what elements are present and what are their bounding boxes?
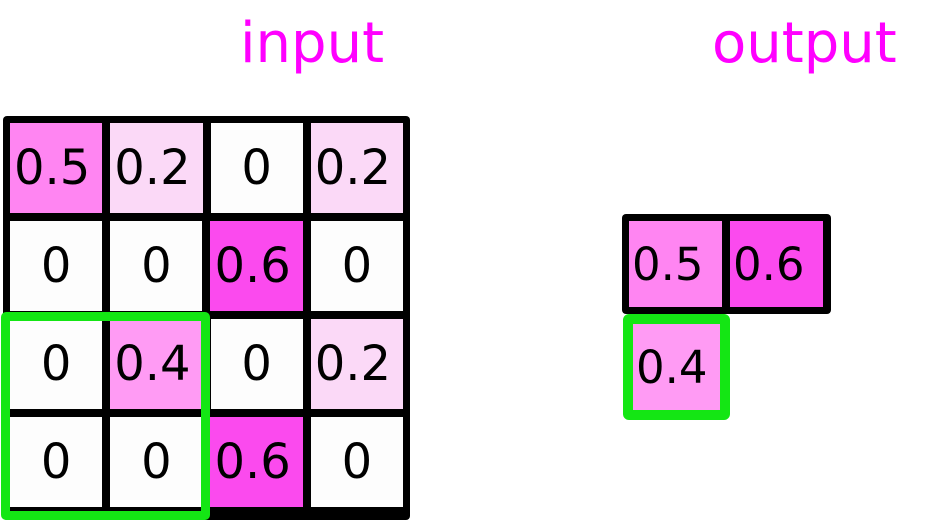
input-title: input xyxy=(240,11,385,76)
input-cell-r4c4[interactable]: 0 xyxy=(310,417,404,507)
output-title: output xyxy=(712,11,897,76)
output-cell-r2c1[interactable]: 0.4 xyxy=(633,324,720,410)
input-grid-row: 0 0.4 0 0.2 xyxy=(10,319,403,409)
output-grid: 0.5 0.6 xyxy=(622,214,831,314)
input-cell-r3c3[interactable]: 0 xyxy=(210,319,303,409)
input-cell-r3c1[interactable]: 0 xyxy=(10,319,103,409)
input-cell-r4c3[interactable]: 0.6 xyxy=(210,417,303,507)
output-selection-box: 0.4 xyxy=(623,314,730,420)
input-cell-r1c2[interactable]: 0.2 xyxy=(110,123,203,213)
input-cell-r1c1[interactable]: 0.5 xyxy=(10,123,103,213)
input-grid-row: 0 0 0.6 0 xyxy=(10,221,404,311)
output-grid-row: 0.5 0.6 xyxy=(629,221,824,307)
input-cell-r2c2[interactable]: 0 xyxy=(110,221,203,311)
input-cell-r2c1[interactable]: 0 xyxy=(10,221,103,311)
input-cell-r3c4[interactable]: 0.2 xyxy=(310,319,403,409)
input-grid-row: 0 0 0.6 0 xyxy=(10,417,404,507)
input-cell-r1c4[interactable]: 0.2 xyxy=(310,123,403,213)
output-cell-r1c1[interactable]: 0.5 xyxy=(629,221,722,307)
input-cell-r4c1[interactable]: 0 xyxy=(10,417,103,507)
input-grid-row: 0.5 0.2 0 0.2 xyxy=(10,123,403,213)
output-cell-r1c2[interactable]: 0.6 xyxy=(730,221,823,307)
input-cell-r2c3[interactable]: 0.6 xyxy=(210,221,303,311)
input-grid: 0.5 0.2 0 0.2 0 0 0.6 0 0 0.4 0 0.2 0 0 … xyxy=(3,116,410,520)
input-cell-r3c2[interactable]: 0.4 xyxy=(110,319,203,409)
input-cell-r2c4[interactable]: 0 xyxy=(310,221,404,311)
input-cell-r1c3[interactable]: 0 xyxy=(210,123,303,213)
input-cell-r4c2[interactable]: 0 xyxy=(110,417,203,507)
